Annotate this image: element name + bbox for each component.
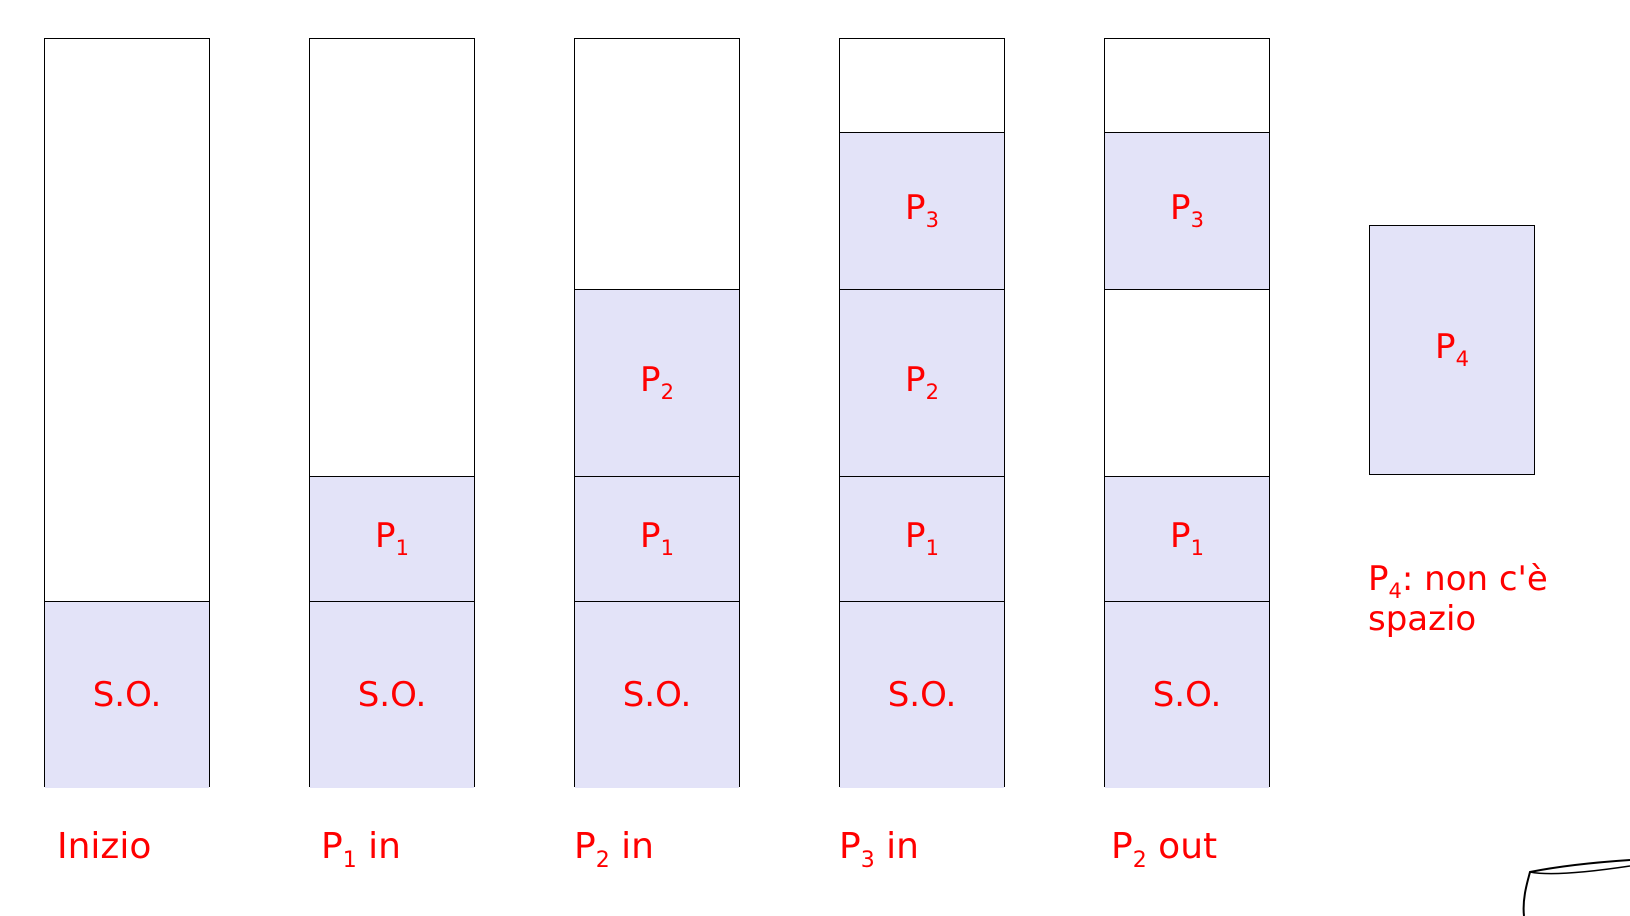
memory-column-p2-out: P3 P1 S.O. (1104, 38, 1270, 788)
process-block-p1: P1 (840, 476, 1004, 601)
process-label-p1: P1 (640, 516, 674, 560)
process-label-p3: P3 (1170, 188, 1204, 232)
caption-p3-in: P3 in (839, 826, 919, 873)
os-block: S.O. (45, 601, 209, 788)
os-label: S.O. (622, 675, 692, 715)
os-label: S.O. (92, 675, 162, 715)
os-block: S.O. (575, 601, 739, 788)
free-block (1105, 39, 1269, 132)
process-label-p1: P1 (1170, 516, 1204, 560)
process-label-p4: P4 (1435, 327, 1469, 371)
os-label: S.O. (357, 675, 427, 715)
process-block-p2: P2 (840, 289, 1004, 476)
caption-p2-in: P2 in (574, 826, 654, 873)
process-block-p3: P3 (1105, 132, 1269, 289)
memory-column-p2-in: P2 P1 S.O. (574, 38, 740, 788)
page-curl-icon (1522, 859, 1630, 916)
os-label: S.O. (1152, 675, 1222, 715)
free-block (840, 39, 1004, 132)
process-label-p1: P1 (905, 516, 939, 560)
free-block (575, 39, 739, 289)
free-block (310, 39, 474, 476)
process-block-p1: P1 (575, 476, 739, 601)
process-block-p1: P1 (1105, 476, 1269, 601)
caption-p2-out: P2 out (1111, 826, 1218, 873)
process-block-p2: P2 (575, 289, 739, 476)
process-block-p4-waiting: P4 (1369, 225, 1535, 475)
caption-p1-in: P1 in (321, 826, 401, 873)
free-block (45, 39, 209, 601)
os-block: S.O. (1105, 601, 1269, 788)
process-label-p3: P3 (905, 188, 939, 232)
os-label: S.O. (887, 675, 957, 715)
process-block-p1: P1 (310, 476, 474, 601)
free-hole-block (1105, 289, 1269, 476)
os-block: S.O. (310, 601, 474, 788)
memory-column-p3-in: P3 P2 P1 S.O. (839, 38, 1005, 788)
process-label-p1: P1 (375, 516, 409, 560)
process-block-p3: P3 (840, 132, 1004, 289)
process-label-p2: P2 (905, 360, 939, 404)
no-space-note: P4: non c'è spazio (1368, 559, 1548, 640)
caption-inizio: Inizio (57, 826, 152, 867)
process-label-p2: P2 (640, 360, 674, 404)
os-block: S.O. (840, 601, 1004, 788)
memory-column-inizio: S.O. (44, 38, 210, 788)
memory-column-p1-in: P1 S.O. (309, 38, 475, 788)
